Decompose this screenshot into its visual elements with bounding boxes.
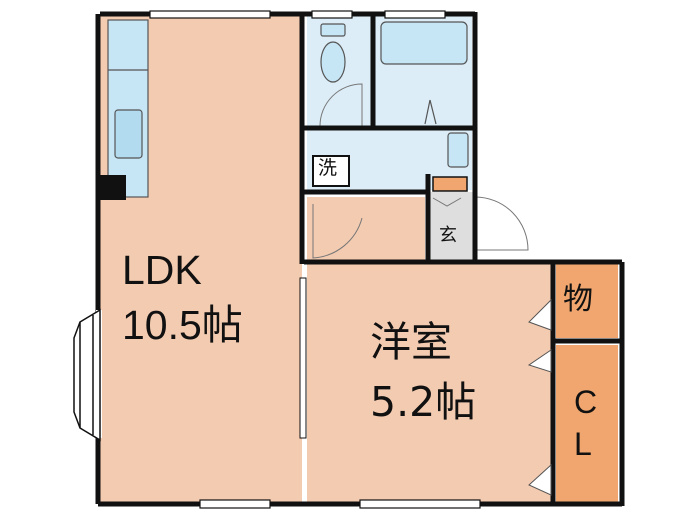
bathtub (380, 21, 468, 65)
hall-door-swing (312, 204, 363, 259)
bath-door (424, 99, 431, 125)
shoe-box (432, 176, 468, 192)
western-room-floor (307, 264, 551, 504)
wash-basin (447, 132, 469, 168)
bath-door-2 (429, 99, 437, 125)
closet-label-c: C (574, 384, 598, 420)
closet-label-l: L (574, 426, 592, 462)
toilet-tank (320, 23, 346, 37)
windows (149, 10, 481, 509)
wall-column (100, 175, 126, 200)
entrance-inner-door (432, 197, 462, 207)
storage-floor (556, 264, 618, 338)
sliding-door (299, 277, 307, 439)
ldk-size-label: 10.5帖 (122, 302, 243, 348)
western-room-size-label: 5.2帖 (370, 378, 477, 426)
closet-doors (527, 298, 552, 496)
ldk-label: LDK (122, 247, 202, 293)
bay-window (73, 308, 101, 442)
washroom-label: 洗 (318, 157, 338, 179)
kitchen-sink (114, 109, 143, 159)
toilet-bowl (320, 41, 346, 83)
western-room-label: 洋室 (370, 318, 452, 366)
storage-label: 物 (563, 282, 593, 317)
washer-symbol (312, 155, 350, 187)
entrance-label: 玄 (439, 225, 457, 246)
entrance-door-swing (474, 196, 529, 251)
toilet-door-swing (319, 83, 363, 127)
closet-floor (556, 345, 618, 504)
kitchen-counter (107, 19, 149, 198)
hall-floor (307, 197, 425, 263)
